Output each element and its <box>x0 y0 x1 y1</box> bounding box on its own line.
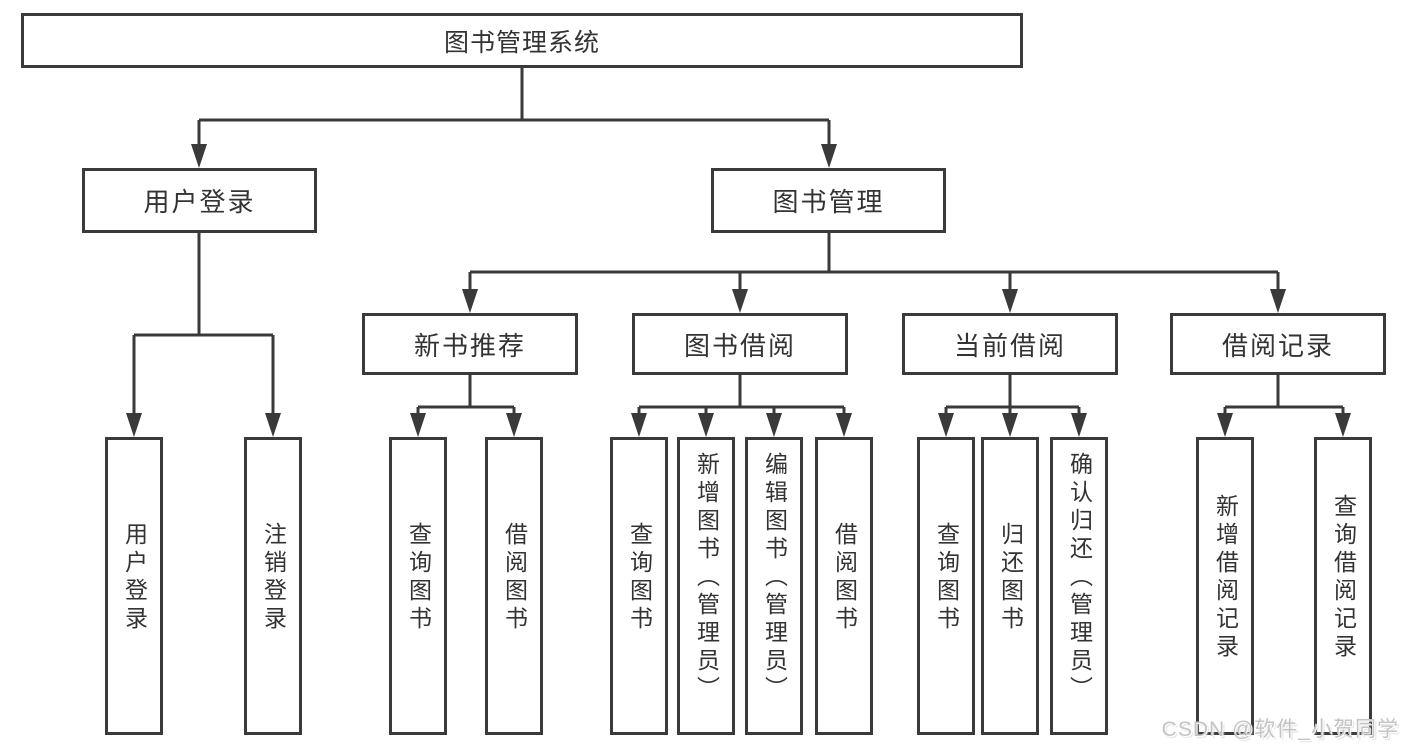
leaf-query-books-borrowing: 查询图书 <box>610 437 668 735</box>
node-user-login: 用户登录 <box>82 168 317 233</box>
arrowhead-group <box>126 144 1351 437</box>
leaf-query-books-current: 查询图书 <box>917 437 975 735</box>
leaf-edit-book-admin: 编辑图书（管理员） <box>745 437 803 735</box>
leaf-add-borrow-record: 新增借阅记录 <box>1196 437 1254 735</box>
leaf-borrow-books-borrowing: 借阅图书 <box>815 437 873 735</box>
leaf-add-book-admin: 新增图书（管理员） <box>677 437 735 735</box>
leaf-user-login: 用户登录 <box>105 437 163 735</box>
leaf-logout: 注销登录 <box>244 437 302 735</box>
leaf-query-borrow-record: 查询借阅记录 <box>1314 437 1372 735</box>
leaf-return-book: 归还图书 <box>981 437 1039 735</box>
node-current-borrowing: 当前借阅 <box>902 313 1118 375</box>
leaf-borrow-books-recommend: 借阅图书 <box>485 437 543 735</box>
node-new-book-recommendation: 新书推荐 <box>362 313 578 375</box>
leaf-query-books-recommend: 查询图书 <box>389 437 447 735</box>
leaf-confirm-return-admin: 确认归还（管理员） <box>1050 437 1108 735</box>
node-book-borrowing: 图书借阅 <box>632 313 848 375</box>
node-book-management: 图书管理 <box>711 168 946 233</box>
node-borrowing-records: 借阅记录 <box>1170 313 1386 375</box>
node-library-management-system: 图书管理系统 <box>21 13 1023 68</box>
